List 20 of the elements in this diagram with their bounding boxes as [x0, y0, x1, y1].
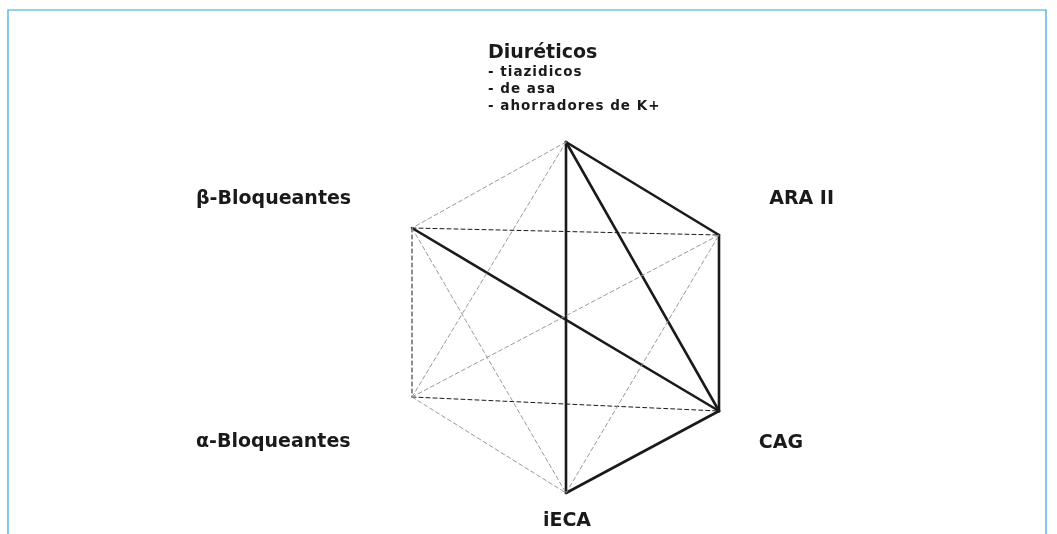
dashed-line: [411, 396, 567, 494]
dashed-line: [411, 396, 720, 412]
drug-class-label: iECA: [542, 508, 592, 531]
dashed-line: [411, 227, 720, 236]
drug-class-label: ARA II: [769, 186, 834, 209]
dashed-line: [411, 141, 567, 398]
drug-class-label: Diuréticos: [488, 40, 598, 63]
subtype-list-item: - tiazidicos: [488, 62, 583, 80]
combination-line: [717, 233, 721, 413]
dashed-line: [411, 227, 567, 494]
subtype-list-item: - de asa: [488, 79, 557, 97]
subtype-list-item: - ahorradores de K+: [488, 96, 661, 114]
drug-class-label: β-Bloqueantes: [196, 186, 352, 209]
drug-class-label: CAG: [758, 430, 803, 453]
dashed-line: [411, 141, 567, 229]
drug-class-label: α-Bloqueantes: [196, 429, 351, 452]
dashed-line: [565, 234, 720, 494]
combination-line: [564, 140, 721, 237]
dashed-line: [411, 227, 413, 398]
combination-line: [564, 409, 721, 495]
